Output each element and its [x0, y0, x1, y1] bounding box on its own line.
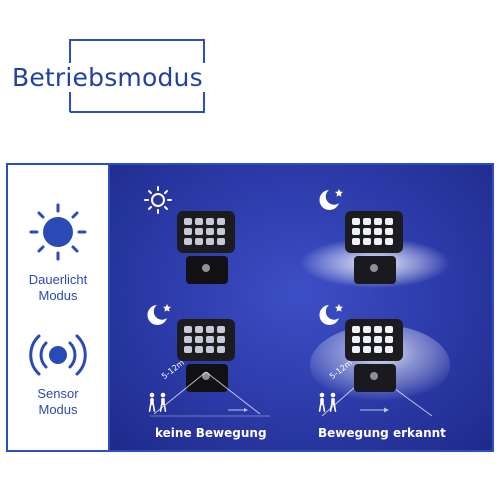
mode-label-line2: Modus [38, 402, 78, 417]
mode-panel [6, 163, 494, 452]
mode-label-line1: Dauerlicht [28, 272, 88, 287]
people-icon [318, 392, 337, 412]
floodlight-lamp [345, 319, 403, 392]
floodlight-lamp [177, 211, 235, 284]
floodlight-lamp [345, 211, 403, 284]
scene-panel [110, 165, 492, 450]
sun-icon [29, 203, 87, 261]
moon-icon [319, 304, 343, 325]
caption-motion-detected: Bewegung erkannt [318, 426, 446, 440]
sensor-icon [29, 334, 87, 376]
mode-label-dauerlicht: Dauerlicht Modus [8, 272, 108, 304]
people-icon [148, 392, 167, 412]
mode-label-line2: Modus [38, 288, 78, 303]
moon-icon [319, 189, 343, 210]
arrow-icon [360, 407, 389, 413]
caption-no-motion: keine Bewegung [155, 426, 267, 440]
panel-divider [108, 165, 110, 450]
mode-label-sensor: Sensor Modus [8, 386, 108, 418]
mode-label-line1: Sensor [37, 386, 79, 401]
detection-range [150, 371, 270, 417]
moon-icon [147, 304, 171, 325]
page-title: Betriebsmodus [12, 63, 207, 92]
floodlight-lamp [177, 319, 235, 392]
sun-icon [144, 186, 172, 214]
